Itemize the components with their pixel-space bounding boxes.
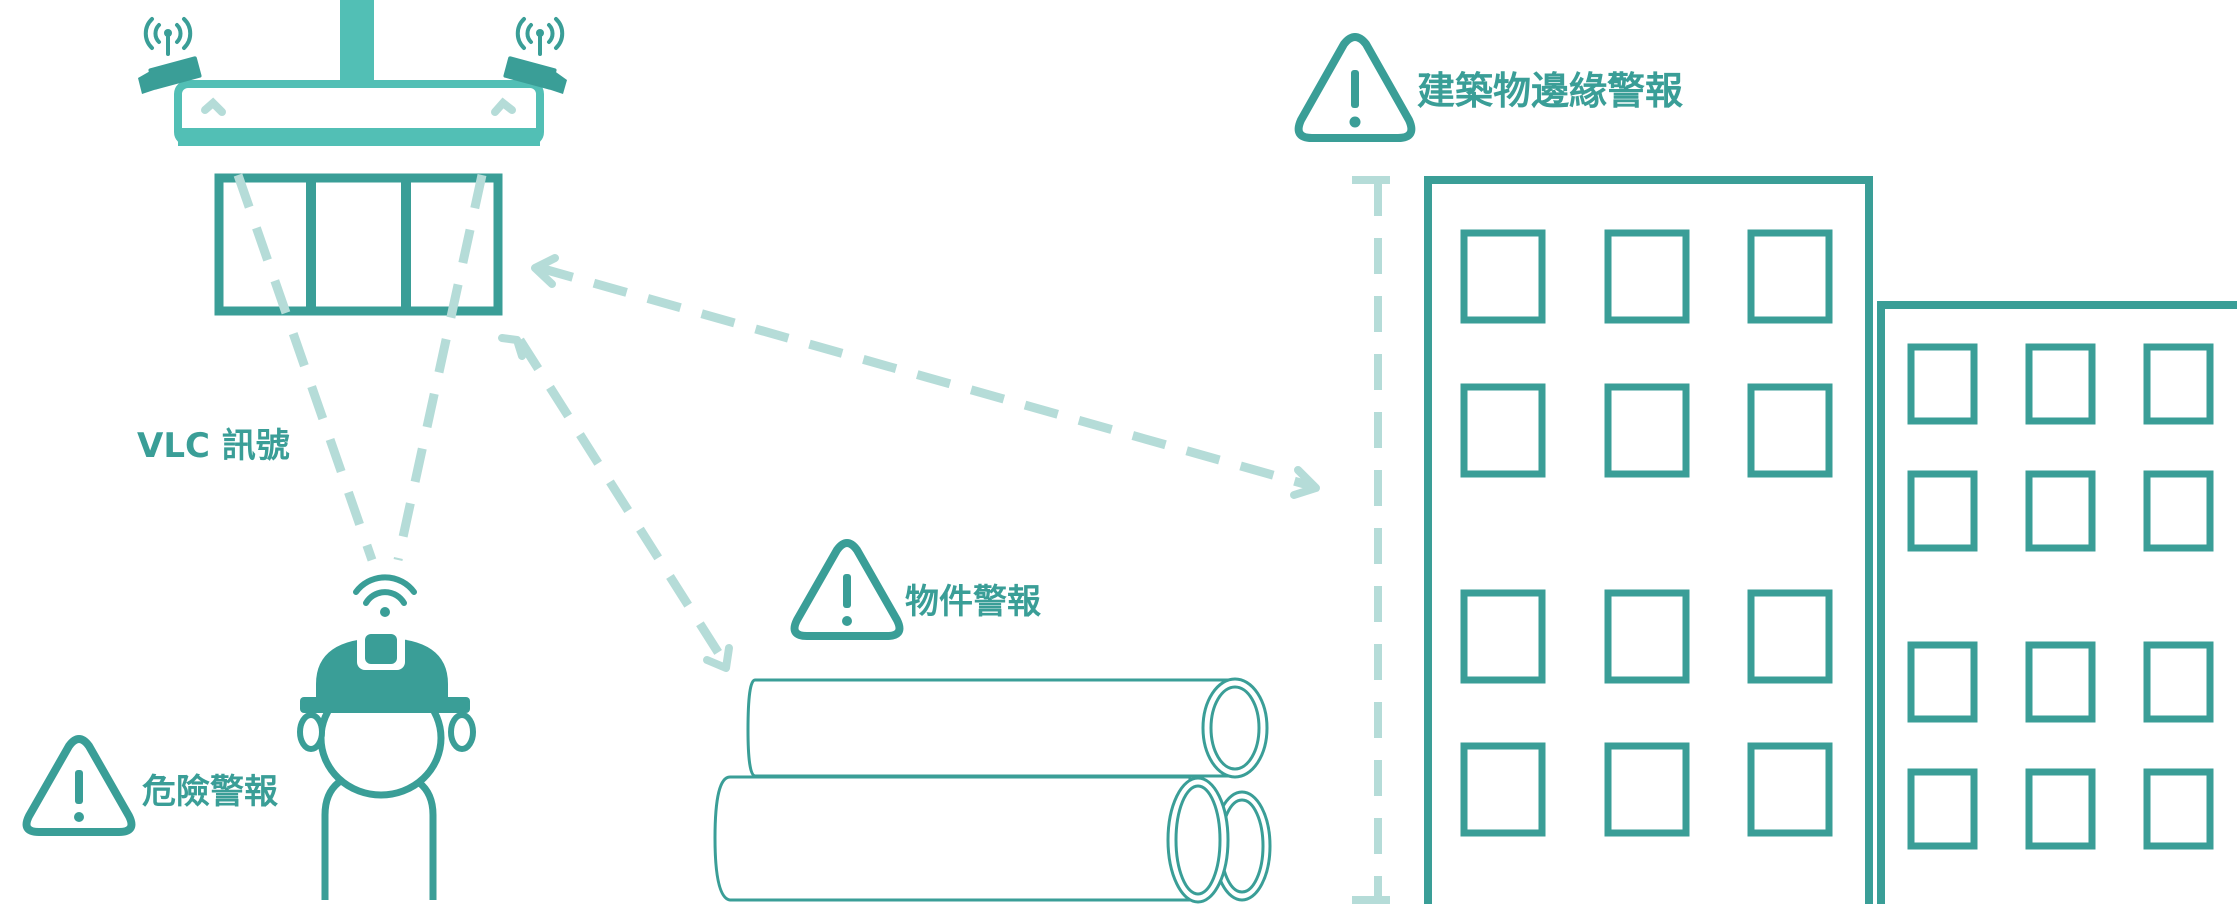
worker: [297, 630, 476, 900]
object-alert-label: 物件警報: [905, 582, 1041, 622]
vlc-signal-beams: [233, 173, 1317, 671]
crane-bottom-plate: [178, 128, 540, 146]
vlc-signal-label: VLC 訊號: [137, 426, 290, 466]
building-main: [1424, 176, 1873, 904]
light-box-divider-right: [401, 178, 411, 311]
danger-alert-label: 危險警報: [142, 772, 278, 812]
building-windows: [1907, 343, 2214, 850]
warning-triangle-icon: [22, 735, 136, 836]
pipes: [713, 677, 1272, 904]
camera-icon: [138, 56, 202, 94]
light-box-divider-left: [306, 178, 316, 311]
hard-hat-icon: [300, 630, 470, 713]
building-edge-marker: [1352, 176, 1390, 904]
camera-icon: [503, 56, 567, 94]
arrowheads: [498, 254, 1320, 672]
building-edge-alert-label: 建築物邊緣警報: [1417, 69, 1684, 113]
crane-pole: [340, 0, 374, 86]
crane-light-fixture: [174, 0, 544, 316]
sensor-dashes: [201, 97, 516, 116]
wifi-icon: [353, 574, 417, 617]
wifi-icon: [515, 17, 565, 56]
wifi-icon: [143, 17, 193, 56]
warning-triangle-icon: [790, 539, 904, 640]
building-secondary: [1877, 301, 2237, 904]
building-windows: [1460, 229, 1833, 837]
warning-triangle-icon: [1294, 33, 1416, 142]
